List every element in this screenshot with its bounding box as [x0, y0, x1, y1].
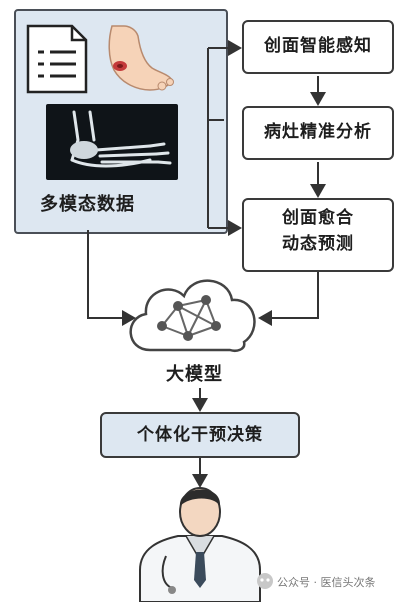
intervention-box: 个体化干预决策 [100, 412, 300, 458]
arrow-data-to-model [87, 230, 136, 326]
healing-prediction-line1: 创面愈合 [282, 208, 354, 228]
large-model-label: 大模型 [166, 364, 223, 385]
wound-sensing-box: 创面智能感知 [242, 20, 394, 74]
lesion-analysis-label: 病灶精准分析 [264, 122, 372, 142]
multimodal-data-label: 多模态数据 [40, 194, 135, 215]
wound-sensing-label: 创面智能感知 [264, 36, 372, 56]
intervention-label: 个体化干预决策 [137, 425, 263, 445]
healing-prediction-line2: 动态预测 [282, 233, 354, 254]
watermark-text: 公众号 · 医信头次条 [277, 576, 376, 589]
lesion-analysis-box: 病灶精准分析 [242, 106, 394, 160]
healing-prediction-box: 创面愈合 动态预测 [242, 198, 394, 272]
arrow-prediction-to-model [258, 272, 319, 326]
